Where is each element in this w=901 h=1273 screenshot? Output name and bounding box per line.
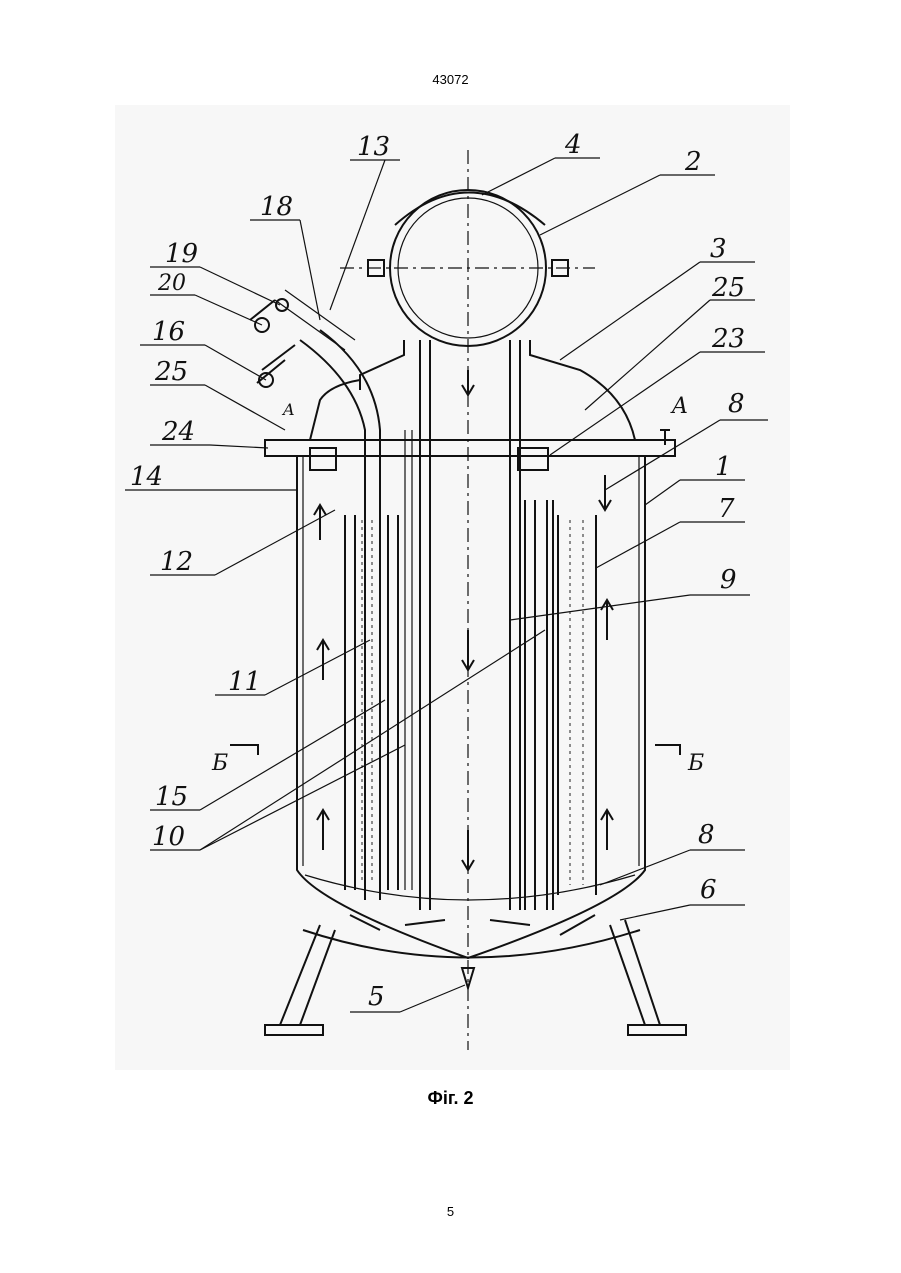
label-20: 20	[157, 271, 186, 296]
page-number: 5	[0, 1204, 901, 1219]
label-8-top: 8	[728, 389, 745, 419]
outer-vessel	[297, 456, 645, 958]
document-number: 43072	[0, 72, 901, 87]
label-section-b-right: Б	[687, 751, 704, 776]
flow-arrows	[314, 370, 613, 935]
outer-vessel-inner-wall	[303, 456, 639, 866]
right-inner-tube	[525, 500, 553, 910]
label-25-left: 25	[154, 357, 188, 387]
label-23: 23	[711, 324, 745, 354]
label-19: 19	[165, 239, 198, 269]
inlet-pipe	[300, 330, 380, 900]
technical-drawing: 13 4 2 18 3 19 20 25 16 23 25 A 8 A 24 1…	[115, 105, 790, 1070]
label-11: 11	[228, 667, 261, 697]
label-12: 12	[160, 547, 193, 577]
section-b-right-marker	[655, 745, 680, 755]
label-7: 7	[718, 494, 735, 524]
label-5: 5	[368, 982, 385, 1012]
figure-caption: Фіг. 2	[0, 1088, 901, 1109]
label-10: 10	[152, 822, 185, 852]
label-15: 15	[155, 782, 188, 812]
label-16: 16	[152, 317, 185, 347]
label-section-a: A	[670, 394, 688, 419]
label-13: 13	[357, 132, 390, 162]
label-4: 4	[564, 130, 582, 160]
label-18: 18	[260, 192, 293, 222]
left-inner-tube	[405, 430, 412, 890]
label-8-bottom: 8	[698, 820, 715, 850]
section-b-left-marker	[230, 745, 258, 755]
seal-right	[518, 448, 548, 470]
drawing-canvas: 13 4 2 18 3 19 20 25 16 23 25 A 8 A 24 1…	[115, 105, 790, 1070]
label-14: 14	[130, 462, 163, 492]
label-1: 1	[715, 452, 732, 482]
valves	[250, 300, 295, 383]
label-2: 2	[684, 147, 702, 177]
right-filter	[558, 515, 596, 895]
right-foot	[628, 1025, 686, 1035]
central-tube	[420, 340, 520, 910]
vessel-bottom-outer	[303, 930, 640, 958]
left-leg	[280, 925, 335, 1025]
left-foot	[265, 1025, 323, 1035]
label-24: 24	[161, 417, 195, 447]
section-a-marker	[660, 430, 670, 445]
seal-left	[310, 448, 336, 470]
label-6: 6	[700, 875, 717, 905]
dome-left	[310, 380, 360, 440]
label-section-a3: A	[281, 400, 295, 419]
inlet-pipe-top	[275, 290, 355, 350]
label-9: 9	[720, 565, 737, 595]
leader-lines	[125, 158, 768, 1012]
label-25-right: 25	[711, 273, 745, 303]
label-section-b-left: Б	[211, 751, 228, 776]
label-3: 3	[710, 234, 727, 264]
